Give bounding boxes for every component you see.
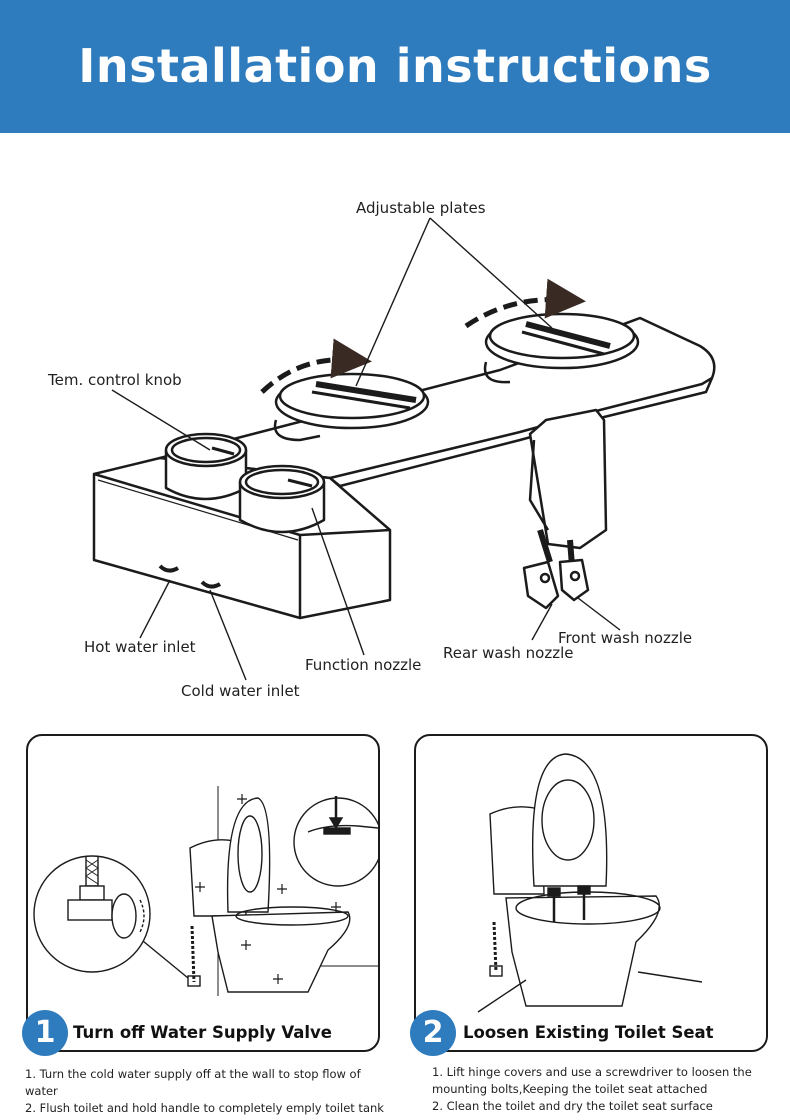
toilet-lid [226, 797, 271, 913]
valve-knob [111, 893, 137, 939]
step-1-instructions: 1. Turn the cold water supply off at the… [25, 1066, 395, 1117]
label-function-nozzle: Function nozzle [305, 656, 422, 674]
step-2-instructions: 1. Lift hinge covers and use a screwdriv… [432, 1064, 762, 1115]
toilet-lid [531, 753, 608, 887]
bidet-attachment-diagram [92, 217, 716, 681]
toilet-bowl [505, 895, 660, 1007]
step-1-instruction-1: 1. Turn the cold water supply off at the… [25, 1067, 361, 1098]
label-adjustable-plates: Adjustable plates [356, 199, 486, 217]
label-front-wash-nozzle: Front wash nozzle [558, 629, 693, 647]
rear-wash-nozzle-head [522, 560, 560, 610]
label-temp-control-knob: Tem. control knob [48, 371, 182, 389]
toilet-bowl [211, 911, 351, 993]
cold-water-inlet [200, 580, 222, 589]
label-rear-wash-nozzle: Rear wash nozzle [443, 644, 574, 662]
page-title: Installation instructions [78, 39, 712, 93]
step-2-instruction-2: 2. Clean the toilet and dry the toilet s… [432, 1099, 713, 1113]
step-1-badge: 1 [22, 1010, 68, 1056]
step-1-title: Turn off Water Supply Valve [73, 1023, 332, 1042]
step-2-badge: 2 [410, 1010, 456, 1056]
tank-zoom-circle [293, 797, 378, 887]
step-1-panel [26, 734, 380, 1052]
step-2-illustration [477, 753, 703, 1013]
nozzle-arm [528, 408, 608, 550]
step-2-title: Loosen Existing Toilet Seat [463, 1023, 714, 1042]
step-2-instruction-1: 1. Lift hinge covers and use a screwdriv… [432, 1065, 752, 1096]
step-1-illustration [33, 786, 378, 996]
label-cold-water-inlet: Cold water inlet [181, 682, 300, 700]
header-banner: Installation instructions [0, 0, 790, 133]
label-hot-water-inlet: Hot water inlet [84, 638, 196, 656]
step-2-panel [414, 734, 768, 1052]
step-1-instruction-2: 2. Flush toilet and hold handle to compl… [25, 1101, 384, 1115]
hot-water-inlet [158, 564, 180, 573]
